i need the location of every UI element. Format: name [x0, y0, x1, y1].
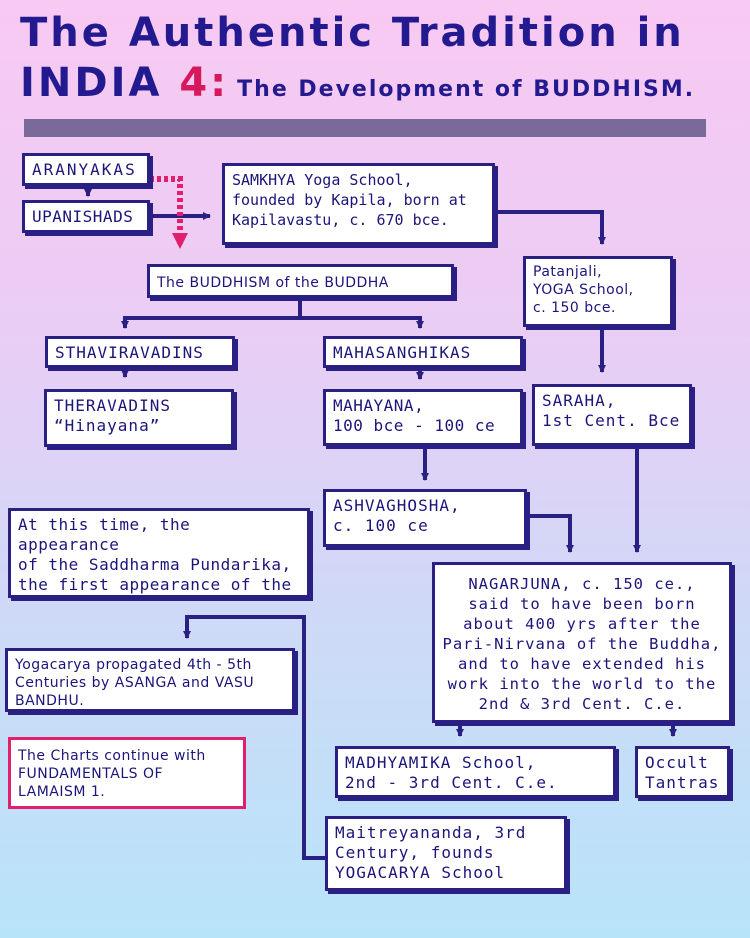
node-aranyakas: ARANYAKAS	[22, 153, 150, 186]
title-india: INDIA	[20, 60, 180, 106]
node-saraha: SARAHA, 1st Cent. Bce	[532, 384, 692, 446]
node-sthaviravadins: STHAVIRAVADINS	[45, 336, 235, 368]
title-subtitle: The Development of BUDDHISM.	[237, 77, 696, 102]
arrow-maitreyananda-yogacarya	[183, 615, 325, 860]
node-theravadins: THERAVADINS “Hinayana”	[44, 389, 234, 447]
node-yogacarya-propagated: Yogacarya propagated 4th - 5th Centuries…	[5, 648, 295, 712]
arrow-ashvaghosha-nagarjuna	[527, 514, 574, 553]
note-saddharma-pundarika: At this time, the appearance of the Sadd…	[8, 508, 310, 598]
node-nagarjuna: NAGARJUNA, c. 150 ce., said to have been…	[432, 562, 732, 723]
node-madhyamika: MADHYAMIKA School, 2nd - 3rd Cent. C.e.	[335, 746, 616, 798]
node-patanjali: Patanjali, YOGA School, c. 150 bce.	[523, 256, 673, 327]
arrow-buddhism-sthaviravadins	[121, 298, 302, 329]
node-maitreyananda: Maitreyananda, 3rd Century, founds YOGAC…	[325, 816, 567, 891]
title-line-1: The Authentic Tradition in	[20, 10, 685, 56]
title-line-2: INDIA 4: The Development of BUDDHISM.	[20, 60, 695, 113]
node-occult-tantras: Occult Tantras	[635, 746, 730, 798]
node-samkhya: SAMKHYA Yoga School, founded by Kapila, …	[222, 163, 495, 245]
node-upanishads: UPANISHADS	[22, 200, 150, 233]
title-divider	[24, 119, 706, 137]
arrow-buddhism-mahasanghikas	[300, 316, 424, 329]
node-mahayana: MAHAYANA, 100 bce - 100 ce	[323, 389, 523, 446]
node-ashvaghosha: ASHVAGHOSHA, c. 100 ce	[323, 489, 527, 547]
arrow-aranyakas-buddhism-dashed	[150, 176, 188, 249]
title-number: 4:	[179, 60, 230, 106]
arrow-samkhya-patanjali	[495, 210, 606, 245]
node-buddhism-of-the-buddha: The BUDDHISM of the BUDDHA	[147, 264, 454, 298]
note-charts-continue: The Charts continue with FUNDAMENTALS OF…	[8, 737, 246, 809]
node-mahasanghikas: MAHASANGHIKAS	[323, 336, 523, 368]
